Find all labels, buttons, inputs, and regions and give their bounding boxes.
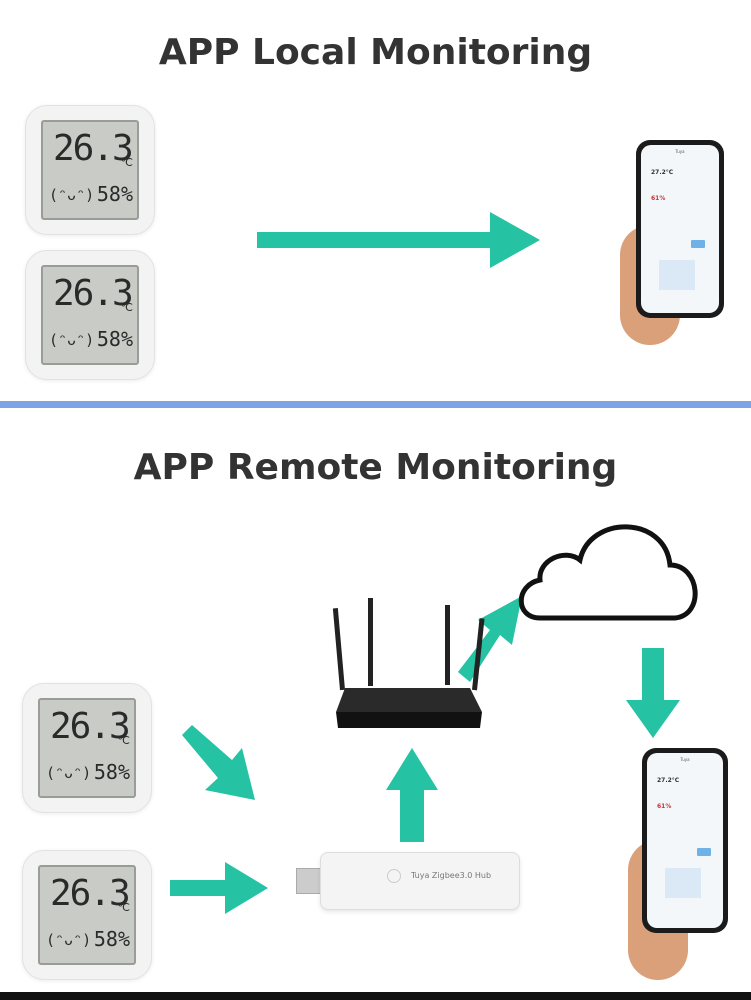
remote-monitoring-title: APP Remote Monitoring [133,447,618,488]
bottom-bar [0,992,751,1000]
arrow-up-right-icon [458,596,522,682]
router-icon [332,598,485,728]
arrow-right-icon [170,862,268,914]
cloud-icon [518,524,698,621]
section-divider [0,401,751,408]
arrow-down-right-icon [182,725,255,800]
thermometer-sensor: 26.3℃(ᵔᴗᵔ)58% [25,105,155,235]
arrow-down-icon [626,648,680,738]
thermometer-sensor: 26.3℃(ᵔᴗᵔ)58% [25,250,155,380]
arrow-right-icon [257,212,540,268]
zigbee-hub: Tuya Zigbee3.0 Hub [320,852,520,910]
thermometer-sensor: 26.3℃(ᵔᴗᵔ)58% [22,850,152,980]
usb-connector [296,868,322,894]
thermometer-sensor: 26.3℃(ᵔᴗᵔ)58% [22,683,152,813]
local-monitoring-title: APP Local Monitoring [158,32,593,73]
arrow-up-icon [386,748,438,842]
